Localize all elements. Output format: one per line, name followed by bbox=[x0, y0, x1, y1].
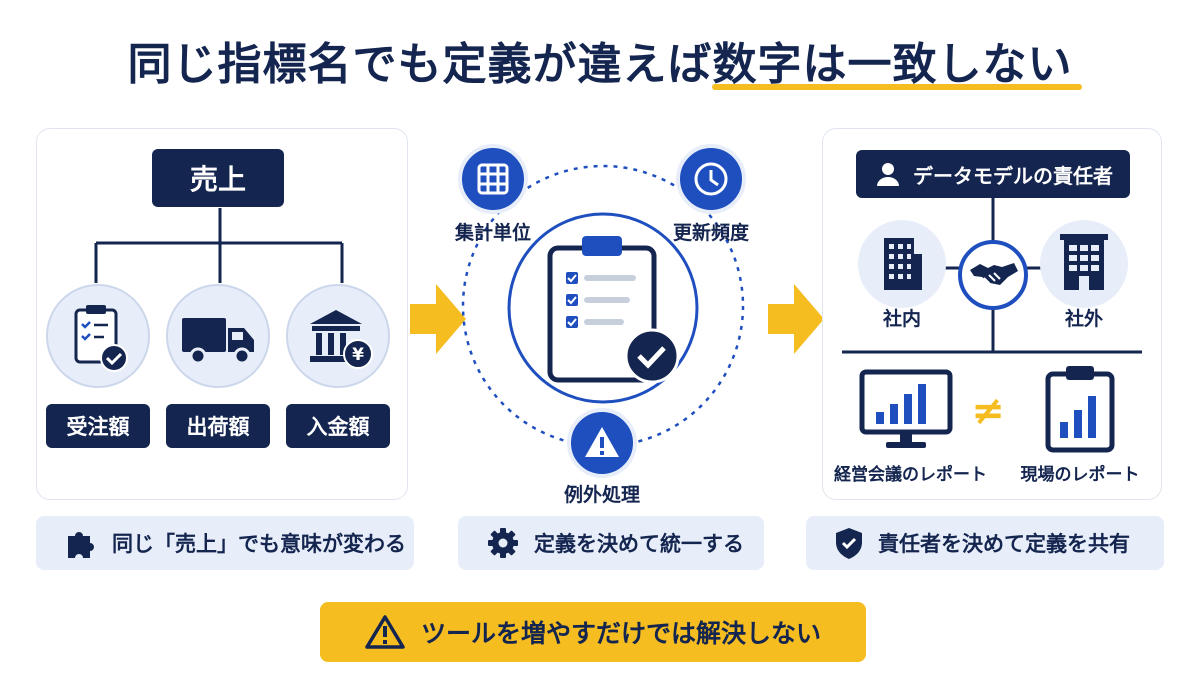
order-amount-circle bbox=[46, 284, 150, 388]
exception-handling-node bbox=[567, 408, 637, 478]
monitor-chart-icon bbox=[859, 369, 953, 448]
payment-amount-label: 入金額 bbox=[286, 404, 390, 448]
field-report-label: 現場のレポート bbox=[1020, 465, 1140, 485]
left-caption-text: 同じ「売上」でも意味が変わる bbox=[112, 532, 406, 556]
truck-icon bbox=[182, 318, 254, 365]
clipboard-check-icon bbox=[74, 305, 128, 372]
update-frequency-label: 更新頻度 bbox=[672, 222, 749, 244]
middle-caption-text: 定義を決めて統一する bbox=[534, 532, 744, 556]
clipboard-chart-icon bbox=[1045, 366, 1115, 453]
grid-icon bbox=[477, 163, 509, 195]
title-underline bbox=[712, 84, 1082, 90]
executive-report-label: 経営会議のレポート bbox=[834, 465, 987, 485]
page-title: 同じ指標名でも定義が違えば数字は一致しない bbox=[127, 39, 1073, 90]
external-label: 社外 bbox=[1064, 308, 1103, 330]
data-model-owner-box: データモデルの責任者 bbox=[856, 150, 1130, 198]
arrow-right-icon bbox=[410, 284, 466, 354]
left-tree-connectors bbox=[94, 208, 344, 283]
building-icon bbox=[884, 238, 922, 290]
order-amount-label: 受注額 bbox=[46, 404, 150, 448]
shield-check-icon bbox=[836, 528, 862, 559]
aggregation-unit-label: 集計単位 bbox=[454, 222, 531, 244]
right-caption-text: 責任者を決めて定義を共有 bbox=[878, 532, 1130, 556]
warning-icon bbox=[585, 427, 619, 457]
handshake-icon bbox=[970, 263, 1018, 285]
right-caption: 責任者を決めて定義を共有 bbox=[806, 516, 1164, 570]
middle-caption: 定義を決めて統一する bbox=[458, 516, 764, 570]
update-frequency-node bbox=[676, 144, 746, 214]
not-equal-sign: ≠ bbox=[971, 388, 1005, 434]
person-icon bbox=[877, 163, 899, 186]
bank-yen-icon: ¥ bbox=[310, 310, 373, 369]
clipboard-checklist-icon bbox=[547, 236, 680, 384]
office-building-icon bbox=[1060, 234, 1108, 290]
puzzle-icon bbox=[68, 532, 94, 558]
handshake-circle bbox=[958, 240, 1028, 310]
footer-warning-text: ツールを増やすだけでは解決しない bbox=[420, 619, 821, 648]
gear-icon bbox=[488, 528, 518, 558]
left-caption: 同じ「売上」でも意味が変わる bbox=[36, 516, 414, 570]
aggregation-unit-node bbox=[458, 144, 528, 214]
warning-triangle-icon bbox=[365, 615, 405, 649]
internal-label: 社内 bbox=[882, 308, 921, 330]
payment-amount-circle: ¥ bbox=[286, 284, 390, 388]
external-circle bbox=[1040, 220, 1128, 308]
shipping-amount-label: 出荷額 bbox=[166, 404, 270, 448]
data-model-owner-label: データモデルの責任者 bbox=[913, 163, 1113, 188]
exception-handling-label: 例外処理 bbox=[563, 484, 640, 506]
internal-circle bbox=[858, 220, 946, 308]
svg-text:¥: ¥ bbox=[352, 345, 364, 365]
shipping-amount-circle bbox=[166, 284, 270, 388]
arrow-right-icon bbox=[768, 284, 824, 354]
clock-icon bbox=[694, 162, 728, 196]
sales-box: 売上 bbox=[152, 149, 284, 207]
footer-warning-banner: ツールを増やすだけでは解決しない bbox=[320, 602, 866, 662]
